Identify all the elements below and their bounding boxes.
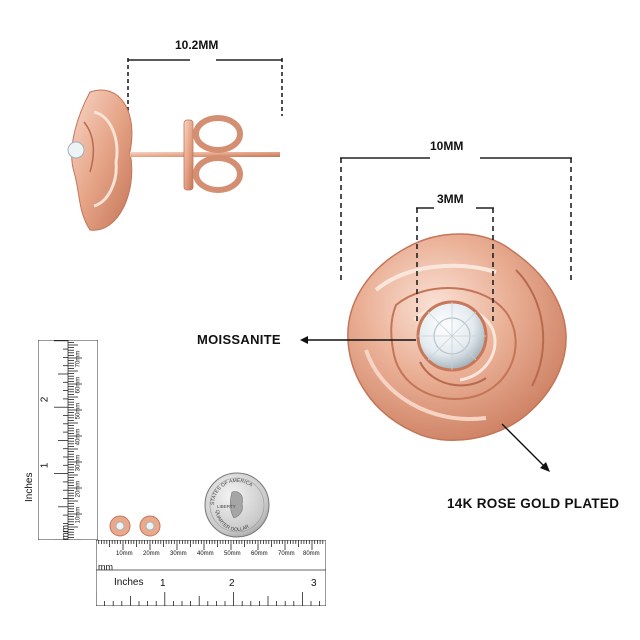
horizontal-mm-tick-40: 40mm	[197, 551, 214, 557]
coin-illustration: STATES OF AMERICA QUARTER DOLLAR LIBERTY	[204, 472, 270, 538]
horizontal-mm-tick-20: 20mm	[143, 551, 160, 557]
stone-dimension	[414, 200, 496, 328]
mini-earrings-illustration	[109, 515, 161, 537]
moissanite-arrow	[298, 332, 418, 348]
material-label: 14K ROSE GOLD PLATED	[447, 496, 620, 511]
vertical-inches-label: Inches	[24, 472, 35, 502]
scale-earrings	[104, 512, 164, 540]
vertical-mm-ticks: 10mm 20mm 30mm 40mm 50mm 60mm 70mm	[74, 340, 94, 540]
vertical-mm-tick-70: 70mm	[75, 350, 82, 368]
vertical-mm-tick-50: 50mm	[75, 402, 82, 420]
horizontal-ruler	[95, 539, 327, 607]
horizontal-mm-tick-80: 80mm	[303, 551, 320, 557]
vertical-mm-tick-20: 20mm	[75, 480, 82, 498]
vertical-inch-tick-2: 2	[39, 396, 51, 403]
side-width-label: 10.2MM	[175, 38, 219, 52]
horizontal-inch-tick-1: 1	[160, 578, 166, 589]
horizontal-mm-tick-50: 50mm	[224, 551, 241, 557]
front-dimension	[338, 148, 574, 288]
horizontal-mm-label: mm	[98, 562, 113, 572]
vertical-mm-tick-30: 30mm	[75, 454, 82, 472]
arrow-down-right-icon	[501, 423, 550, 472]
horizontal-ruler-scale	[95, 539, 327, 607]
earring-side-illustration	[67, 89, 280, 231]
horizontal-mm-ticks: 10mm 20mm 30mm 40mm 50mm 60mm 70mm 80mm	[96, 551, 326, 561]
moissanite-label: MOISSANITE	[197, 332, 281, 347]
front-dimension-lines	[340, 157, 572, 283]
vertical-mm-tick-60: 60mm	[75, 376, 82, 394]
side-dimension	[126, 40, 286, 120]
material-arrow	[498, 420, 554, 476]
horizontal-inch-tick-3: 3	[311, 578, 317, 589]
earring-front-view	[336, 210, 576, 450]
vertical-mm-tick-40: 40mm	[75, 428, 82, 446]
stone-dimension-lines	[416, 207, 494, 324]
stone-width-label: 3MM	[437, 192, 464, 206]
arrow-left-icon	[300, 336, 416, 344]
horizontal-mm-tick-10: 10mm	[116, 551, 133, 557]
earring-side-view	[60, 82, 290, 242]
rose-illustration	[347, 233, 567, 442]
horizontal-mm-tick-70: 70mm	[278, 551, 295, 557]
vertical-ruler-inch-ticks: 1 2	[39, 340, 54, 540]
horizontal-inches-label: Inches	[114, 577, 144, 588]
horizontal-inch-ticks: 1 2 3	[96, 578, 326, 592]
horizontal-mm-tick-30: 30mm	[170, 551, 187, 557]
quarter-coin: STATES OF AMERICA QUARTER DOLLAR LIBERTY	[204, 472, 270, 538]
vertical-mm-label: mm	[60, 525, 70, 540]
vertical-mm-tick-10: 10mm	[75, 506, 82, 524]
front-width-label: 10MM	[430, 139, 464, 153]
side-dimension-lines	[127, 58, 283, 116]
coin-motto: LIBERTY	[217, 504, 236, 509]
horizontal-inch-tick-2: 2	[229, 578, 235, 589]
horizontal-mm-tick-60: 60mm	[251, 551, 268, 557]
vertical-inch-tick-1: 1	[39, 462, 51, 469]
